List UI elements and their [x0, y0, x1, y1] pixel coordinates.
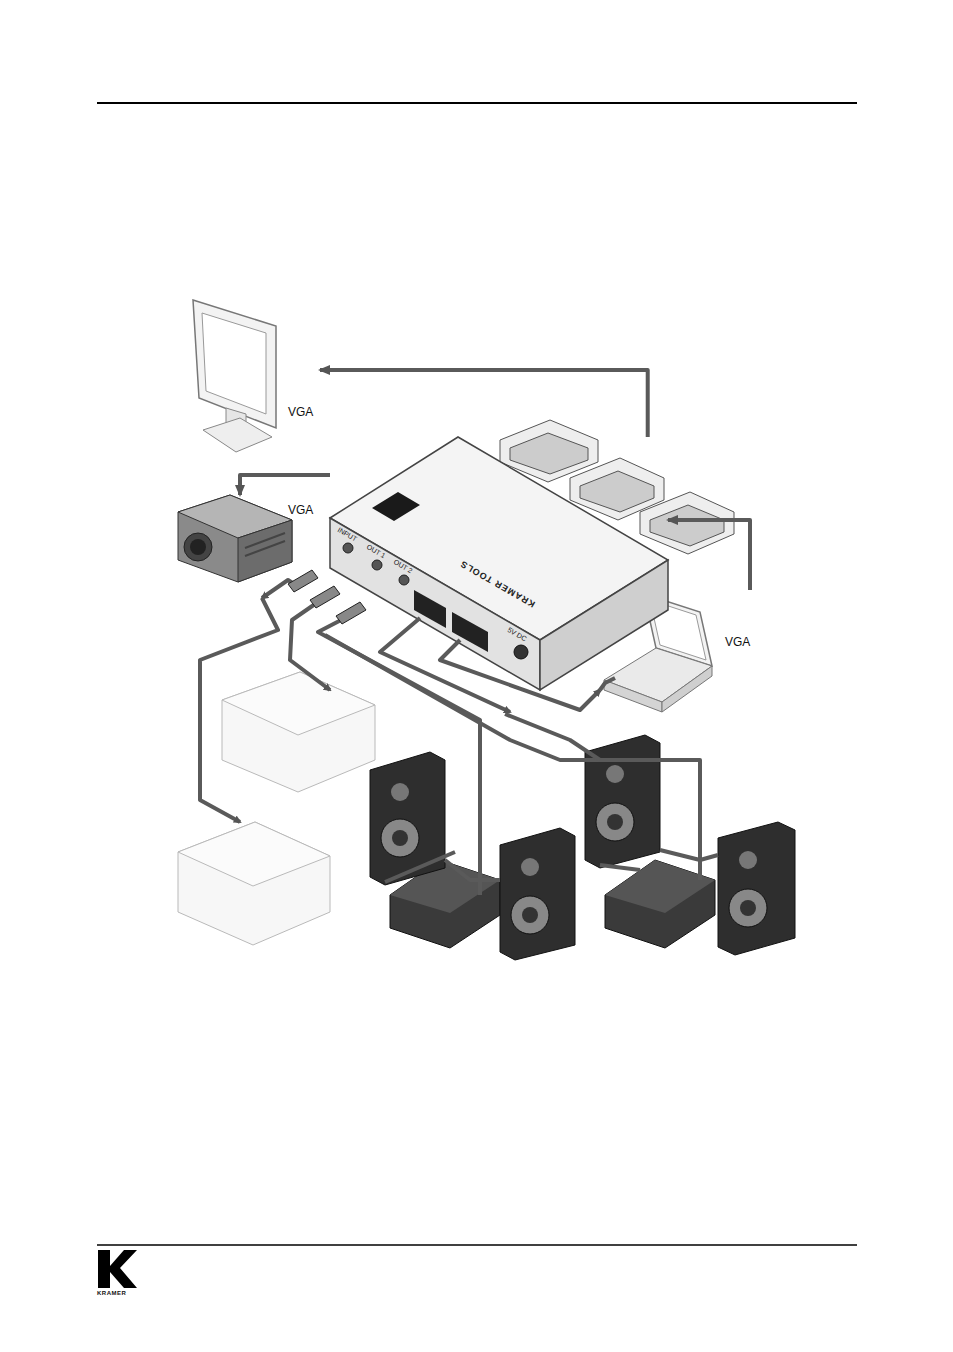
- vga-connector-part: [580, 471, 654, 512]
- projector-drawing: [178, 495, 292, 582]
- switcher-unit-part: [414, 590, 446, 628]
- node-label: VGA: [288, 405, 313, 419]
- audio-cable-part: [600, 865, 640, 870]
- projector-drawing-part: [245, 541, 285, 556]
- speaker: [370, 735, 795, 960]
- vga-cable: [668, 520, 750, 590]
- audio-cable-part: [440, 640, 600, 710]
- cassette-deck-part: [222, 672, 375, 792]
- speaker-part: [606, 765, 624, 783]
- speaker-part: [585, 735, 660, 868]
- cassette-deck-part: [178, 822, 330, 945]
- page-rules: [97, 103, 857, 1245]
- laptop-drawing-part: [662, 666, 712, 712]
- monitor-drawing-part: [202, 313, 266, 414]
- monitor-drawing: [193, 300, 276, 452]
- switcher-unit: KRAMER TOOLS: [330, 437, 668, 688]
- projector-drawing-part: [245, 533, 285, 548]
- panel-label: 5V DC: [507, 626, 528, 642]
- node-label: VGA: [725, 635, 750, 649]
- audio-cable: [200, 580, 718, 895]
- vga-connector-part: [640, 492, 734, 554]
- node-label: VGA: [288, 503, 313, 517]
- speaker-part: [522, 907, 538, 923]
- monitor-drawing-part: [203, 418, 272, 452]
- speaker-part: [607, 814, 623, 830]
- speaker-part: [729, 889, 767, 927]
- speaker-part: [381, 819, 419, 857]
- speaker-part: [511, 896, 549, 934]
- page-rules-part: [97, 1244, 857, 1246]
- audio-cable-part: [445, 860, 500, 880]
- speaker-part: [740, 900, 756, 916]
- vga-connector-part: [510, 433, 588, 474]
- rca-plug-part: [310, 586, 340, 608]
- audio-cable-part: [660, 850, 718, 860]
- vga-cable: [320, 370, 648, 437]
- audio-cable-part: [325, 635, 700, 880]
- projector: VGA: [170, 495, 330, 585]
- speaker-part: [521, 858, 539, 876]
- laptop: VGA: [600, 590, 770, 725]
- node-label: KRAMER TOOLS: [458, 558, 536, 609]
- speaker-part: [392, 830, 408, 846]
- panel-label: OUT 1: [366, 543, 387, 559]
- speaker-part: [391, 783, 409, 801]
- page-rules-part: [97, 102, 857, 104]
- rca-plug-part: [288, 570, 318, 592]
- audio-cable-part: [505, 714, 600, 760]
- logo-text: KRAMER: [97, 1290, 126, 1296]
- monitor: VGA: [190, 300, 320, 460]
- switcher-unit-part: [372, 560, 382, 570]
- speaker-part: [718, 822, 795, 955]
- switcher-unit-part: [452, 612, 488, 652]
- projector-drawing-part: [190, 539, 206, 555]
- speaker-part: [739, 851, 757, 869]
- kramer-logo-part: [98, 1250, 137, 1288]
- laptop-drawing-part: [604, 680, 662, 712]
- vga-cable: [240, 475, 330, 495]
- projector-drawing-part: [184, 533, 212, 561]
- projector-drawing-part: [178, 495, 292, 582]
- audio-cable-part: [600, 678, 615, 690]
- speaker-part: [596, 803, 634, 841]
- monitor-drawing-part: [193, 300, 276, 428]
- switcher-unit-part: [343, 543, 353, 553]
- cassette-deck: [178, 672, 375, 945]
- cassette-deck-part: [222, 672, 375, 735]
- audio-cable-part: [385, 852, 455, 882]
- switcher-unit-part: [399, 575, 409, 585]
- switcher-unit-part: [372, 492, 420, 521]
- switcher-unit-part: [514, 645, 528, 659]
- vga-connector-part: [650, 505, 724, 546]
- speaker-part: [370, 752, 445, 885]
- speaker-part: [500, 828, 575, 960]
- rca-plug-part: [336, 602, 366, 624]
- audio-cable-part: [380, 618, 510, 712]
- switcher-unit-part: [330, 518, 540, 690]
- kramer-logo: [98, 1250, 137, 1288]
- audio-cable-part: [200, 598, 278, 822]
- cassette-deck-part: [178, 822, 330, 886]
- switcher-unit-part: [540, 560, 668, 690]
- panel-label: OUT 2: [393, 558, 414, 574]
- panel-label: INPUT: [337, 526, 359, 543]
- audio-cable-part: [290, 602, 330, 690]
- projector-drawing-part: [238, 520, 292, 582]
- rca-plug: [288, 570, 366, 624]
